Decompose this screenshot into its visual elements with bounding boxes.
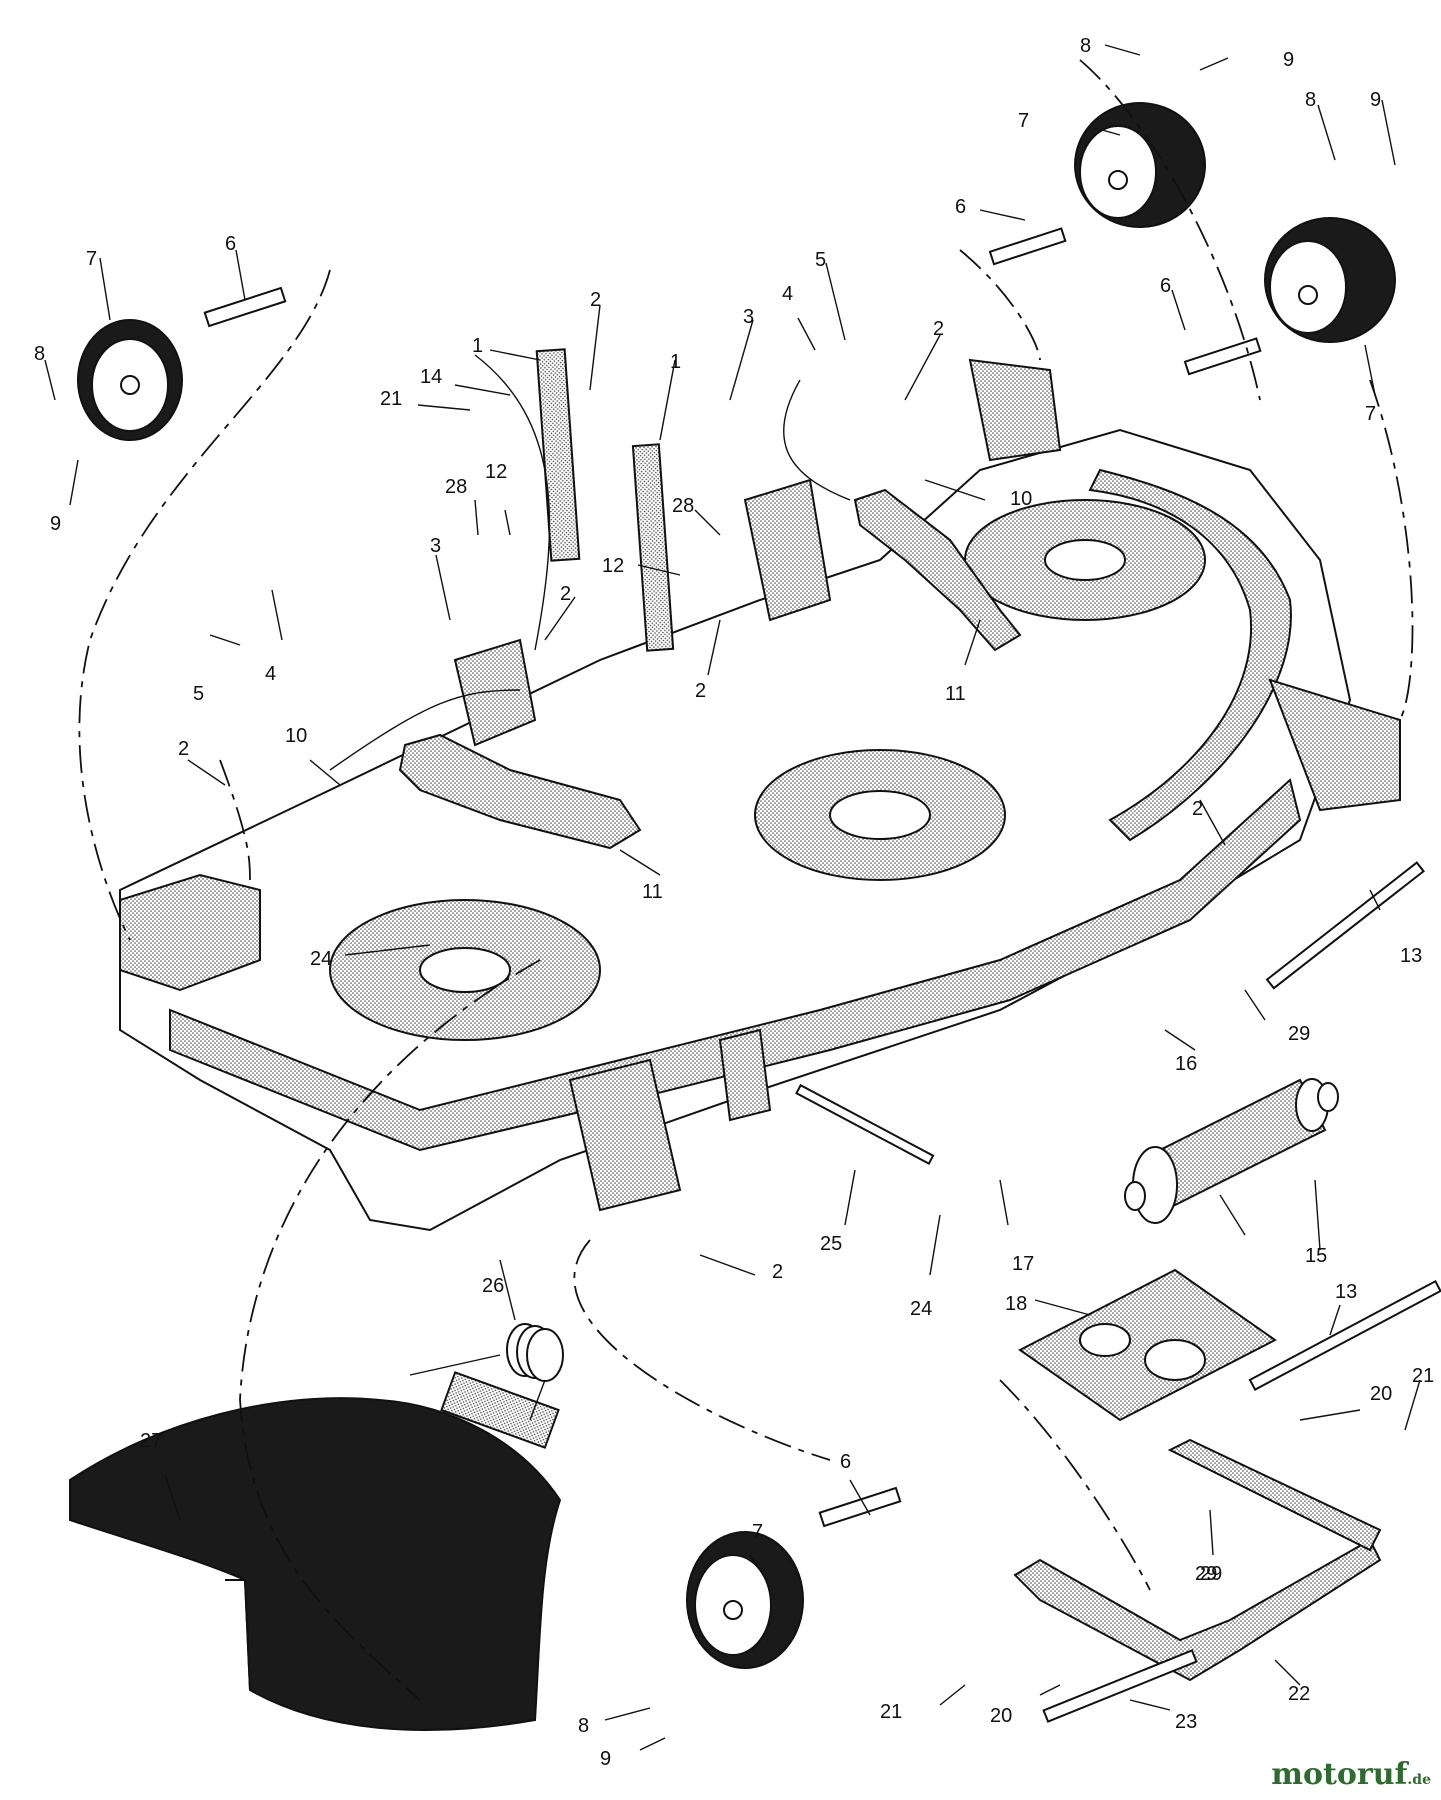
callout-8: 8: [34, 343, 45, 365]
callout-23: 23: [1175, 1711, 1197, 1733]
link-arm-left: [398, 733, 642, 850]
callout-2: 2: [695, 680, 706, 702]
hanger-bracket-center: [743, 478, 832, 622]
rod-13-lower: [1248, 1279, 1441, 1391]
callout-5: 5: [193, 683, 204, 705]
lift-link-left: [535, 348, 581, 562]
gauge-bracket-side: [718, 1028, 772, 1122]
callout-2: 2: [933, 318, 944, 340]
callout-12: 12: [485, 461, 507, 483]
tube-23: [1042, 1649, 1198, 1723]
callout-1: 1: [670, 351, 681, 373]
hanger-bracket-left: [453, 638, 537, 747]
watermark-brand: motoruf: [1271, 1757, 1408, 1792]
wheel-rear-lower: [1264, 217, 1396, 343]
callout-9: 9: [1370, 89, 1381, 111]
callout-2: 2: [560, 583, 571, 605]
link-arm-right: [853, 488, 1022, 652]
callout-28: 28: [672, 495, 694, 517]
callout-1: 1: [472, 335, 483, 357]
callout-6: 6: [1160, 275, 1171, 297]
callout-29: 29: [1288, 1023, 1310, 1045]
callout-16: 16: [1175, 1053, 1197, 1075]
callout-20: 20: [990, 1705, 1012, 1727]
gauge-bracket: [568, 1058, 682, 1212]
hinge-bracket: [440, 1371, 560, 1449]
callout-2: 2: [772, 1261, 783, 1283]
callout-21: 21: [880, 1701, 902, 1723]
callout-14: 14: [420, 366, 442, 388]
reference-lines: [78, 59, 1414, 1701]
callout-29: 29: [1195, 1563, 1217, 1585]
callout-26: 26: [482, 1275, 504, 1297]
callout-4: 4: [265, 663, 276, 685]
rear-bracket-right: [1268, 678, 1401, 812]
callout-2: 2: [590, 289, 601, 311]
callout-3: 3: [743, 306, 754, 328]
callout-25: 25: [820, 1233, 842, 1255]
callout-7: 7: [1365, 403, 1376, 425]
discharge-deflector: [69, 1397, 562, 1731]
wheel-front-left: [77, 319, 183, 441]
callout-9: 9: [600, 1748, 611, 1770]
wheel-rear-upper: [1074, 102, 1206, 228]
callout-4: 4: [782, 283, 793, 305]
callout-6: 6: [955, 196, 966, 218]
callout-labels: 8 9 7 8 9 6 6 7 7 6 8 9 2 1 1 14 21 3 4 …: [34, 35, 1434, 1770]
torsion-spring: [409, 1323, 564, 1421]
callout-27: 27: [140, 1430, 162, 1452]
watermark-tld: .de: [1407, 1772, 1431, 1788]
callout-24: 24: [910, 1298, 932, 1320]
rod-13-upper: [1265, 861, 1425, 990]
callout-20: 20: [1370, 1383, 1392, 1405]
callout-22: 22: [1288, 1683, 1310, 1705]
callout-11: 11: [642, 881, 663, 903]
callout-2: 2: [178, 738, 189, 760]
callout-24: 24: [310, 948, 332, 970]
callout-9: 9: [50, 513, 61, 535]
callout-21: 21: [1412, 1365, 1434, 1387]
lift-links: [398, 348, 1022, 850]
callout-8: 8: [578, 1715, 589, 1737]
roller-plate: [1018, 1268, 1277, 1422]
callout-6: 6: [225, 233, 236, 255]
hanger-bracket-right: [968, 358, 1062, 462]
callout-13: 13: [1400, 945, 1422, 967]
roller-frame: [1013, 1538, 1382, 1682]
callout-7: 7: [1018, 110, 1029, 132]
front-bracket-left: [119, 873, 261, 992]
callout-17: 17: [1012, 1253, 1034, 1275]
wheel-front-bottom: [686, 1531, 804, 1669]
callout-7: 7: [752, 1521, 763, 1543]
callout-9: 9: [1283, 49, 1294, 71]
callout-11: 11: [945, 683, 966, 705]
callout-10: 10: [1010, 488, 1032, 510]
callout-7: 7: [86, 248, 97, 270]
mower-deck: [119, 358, 1401, 1232]
callout-21: 21: [380, 388, 402, 410]
callout-18: 18: [1005, 1293, 1027, 1315]
callout-8: 8: [1080, 35, 1091, 57]
roller: [1124, 1078, 1339, 1224]
watermark-logo: motoruf.de: [1271, 1757, 1431, 1792]
callout-28: 28: [445, 476, 467, 498]
callout-6: 6: [840, 1451, 851, 1473]
callout-13: 13: [1335, 1281, 1357, 1303]
axle-bolts: [203, 227, 1262, 1528]
leader-lines: [44, 44, 1421, 1751]
callout-5: 5: [815, 249, 826, 271]
callout-15: 15: [1305, 1245, 1327, 1267]
callout-12: 12: [602, 555, 624, 577]
rod-25: [795, 1083, 935, 1165]
callout-3: 3: [430, 535, 441, 557]
callout-8: 8: [1305, 89, 1316, 111]
callout-10: 10: [285, 725, 307, 747]
callout-29: 29: [1200, 1563, 1222, 1585]
lift-link-right: [631, 443, 675, 652]
callout-2: 2: [1192, 798, 1203, 820]
